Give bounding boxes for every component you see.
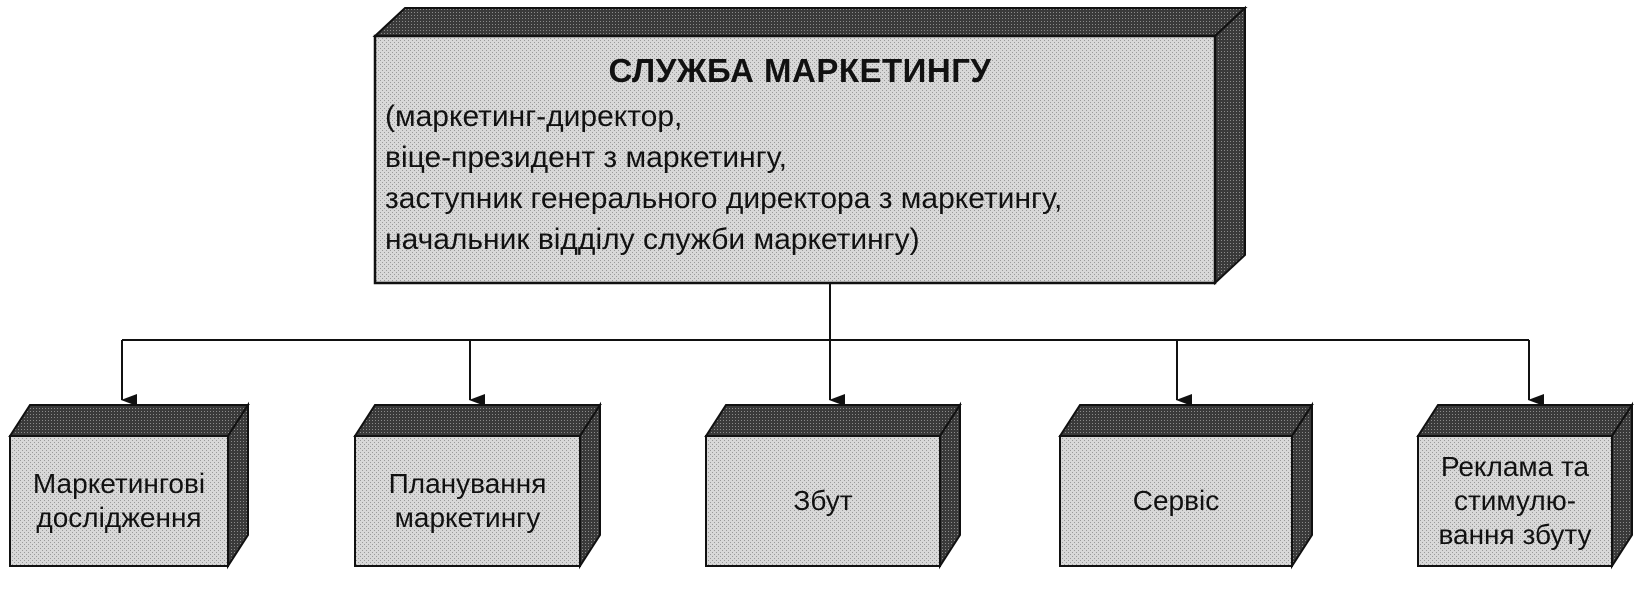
- child-label-line: Планування: [388, 468, 547, 499]
- child-label-line: стимулю-: [1453, 485, 1577, 516]
- child-label-research: Маркетингові дослідження: [10, 436, 228, 566]
- main-box-line-1: (маркетинг-директор,: [385, 100, 683, 133]
- child-label-service: Сервіс: [1060, 436, 1292, 566]
- main-box-title: СЛУЖБА МАРКЕТИНГУ: [608, 52, 992, 89]
- child-label-line: дослідження: [36, 502, 202, 533]
- child-label-line: маркетингу: [394, 502, 541, 533]
- main-box-line-3: заступник генерального директора з марке…: [385, 182, 1063, 215]
- main-box: [372, 5, 1248, 286]
- child-box-advertising: [1416, 401, 1634, 570]
- child-label-planning: Планування маркетингу: [355, 436, 580, 566]
- child-label-line: Збут: [793, 485, 853, 516]
- child-label-sales: Збут: [706, 436, 940, 566]
- child-box-research: [8, 401, 250, 570]
- child-box-sales: [704, 401, 962, 570]
- child-label-line: вання збуту: [1438, 519, 1592, 550]
- main-box-line-2: віце-президент з маркетингу,: [385, 141, 787, 174]
- child-label-advertising: Реклама та стимулю- вання збуту: [1418, 436, 1612, 566]
- child-label-line: Маркетингові: [32, 468, 206, 499]
- child-label-line: Реклама та: [1440, 451, 1590, 482]
- main-box-line-4: начальник відділу служби маркетингу): [385, 223, 920, 256]
- child-box-planning: [353, 401, 602, 570]
- child-label-line: Сервіс: [1132, 485, 1220, 516]
- child-box-service: [1058, 401, 1314, 570]
- connectors: [121, 283, 1544, 406]
